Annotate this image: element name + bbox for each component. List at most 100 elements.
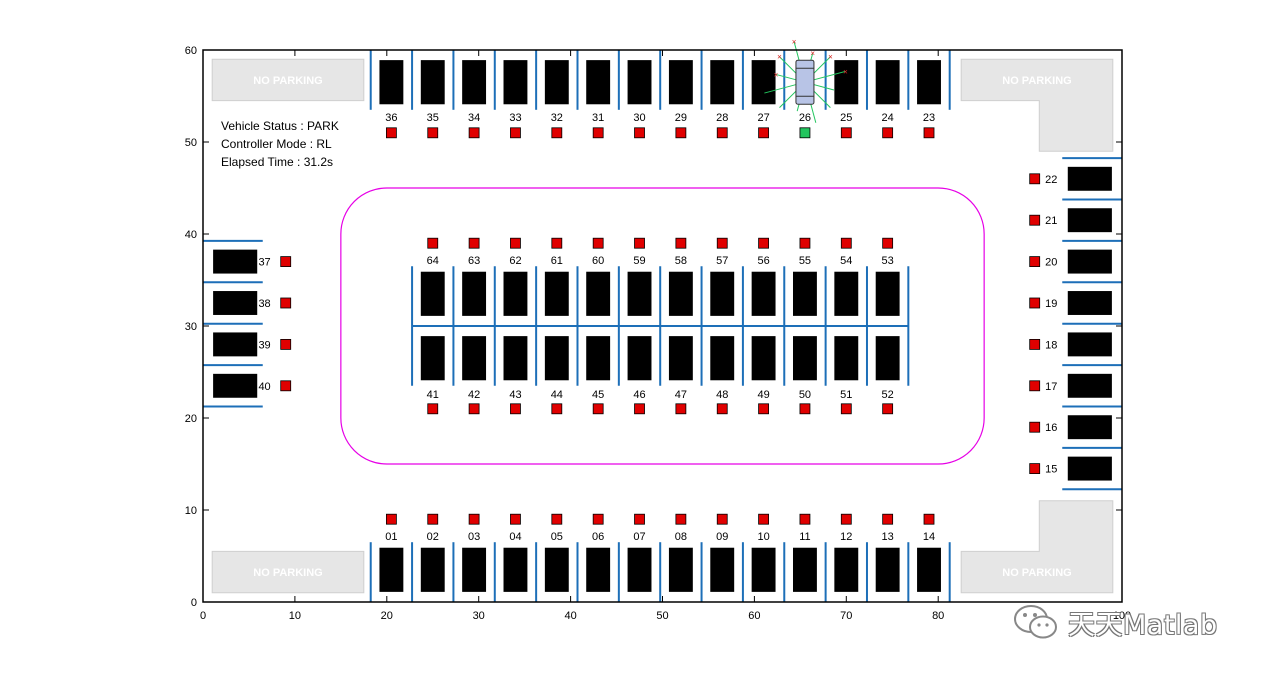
- parked-car-il0: [420, 336, 445, 381]
- status-line-vehicle: Vehicle Status : PARK: [221, 119, 339, 133]
- occupied-marker: [510, 127, 521, 139]
- parked-car-b0: [379, 547, 404, 592]
- parked-car-iu7: [710, 271, 735, 316]
- parked-car-il9: [792, 336, 817, 381]
- no-parking-label: NO PARKING: [253, 567, 322, 579]
- slot-label-34: 34: [468, 112, 480, 124]
- y-tick-label: 50: [185, 137, 197, 149]
- occupied-marker: [468, 403, 480, 415]
- occupied-marker: [882, 237, 894, 249]
- parked-car-il10: [834, 336, 859, 381]
- slot-label-33: 33: [509, 112, 521, 124]
- parked-car-r4: [1067, 291, 1112, 315]
- occupied-marker: [592, 127, 604, 139]
- parked-car-iu2: [503, 271, 528, 316]
- occupied-marker: [923, 127, 935, 139]
- slot-label-13: 13: [882, 531, 894, 543]
- occupied-marker: [280, 256, 292, 268]
- parked-car-l2: [213, 332, 258, 357]
- parked-car-b7: [668, 547, 693, 592]
- parked-car-t7: [668, 60, 693, 105]
- wechat-icon: [1014, 605, 1057, 639]
- x-tick-label: 10: [289, 610, 301, 622]
- occupied-marker: [1029, 380, 1041, 392]
- slot-label-35: 35: [427, 112, 439, 124]
- parked-car-t3: [503, 60, 528, 105]
- occupied-marker: [510, 403, 521, 415]
- parked-car-layer: [213, 60, 1112, 592]
- occupied-marker: [551, 403, 563, 415]
- slot-label-60: 60: [592, 255, 604, 267]
- slot-label-17: 17: [1045, 381, 1057, 393]
- target-spot-marker: [799, 127, 811, 139]
- occupied-marker: [923, 513, 935, 525]
- parked-car-il7: [710, 336, 735, 381]
- slot-label-25: 25: [840, 112, 852, 124]
- parked-car-il5: [627, 336, 652, 381]
- parked-car-t11: [834, 60, 859, 105]
- parked-car-t1: [420, 60, 445, 105]
- occupied-marker: [716, 513, 728, 525]
- occupied-marker: [882, 127, 894, 139]
- parked-car-iu10: [834, 271, 859, 316]
- parked-car-iu11: [875, 271, 900, 316]
- parked-car-iu1: [462, 271, 487, 316]
- occupied-marker: [675, 513, 687, 525]
- lidar-hit-mark: ×: [774, 70, 779, 79]
- occupied-marker: [882, 403, 894, 415]
- slot-label-23: 23: [923, 112, 935, 124]
- parked-car-t4: [544, 60, 569, 105]
- occupied-marker: [799, 237, 811, 249]
- parked-car-t2: [462, 60, 487, 105]
- slot-label-02: 02: [427, 531, 439, 543]
- parked-car-il1: [462, 336, 487, 381]
- parked-car-b5: [586, 547, 611, 592]
- parked-car-b12: [875, 547, 900, 592]
- parked-car-t13: [917, 60, 941, 105]
- slot-label-54: 54: [840, 255, 852, 267]
- parked-car-r6: [1067, 208, 1112, 233]
- slot-label-39: 39: [258, 339, 270, 351]
- no-parking-zone-top-left: [211, 58, 365, 102]
- occupied-marker: [427, 237, 439, 249]
- occupied-marker: [840, 127, 852, 139]
- y-tick-label: 40: [185, 229, 197, 241]
- slot-label-24: 24: [882, 112, 894, 124]
- slot-label-40: 40: [258, 381, 270, 393]
- occupied-marker: [758, 403, 769, 415]
- slot-label-07: 07: [633, 531, 645, 543]
- no-parking-zone-bottom-left: [211, 550, 365, 594]
- slot-label-10: 10: [757, 531, 769, 543]
- lidar-hit-mark: ×: [792, 38, 797, 47]
- slot-label-04: 04: [509, 531, 521, 543]
- parked-car-t0: [379, 60, 404, 105]
- slot-label-46: 46: [633, 389, 645, 401]
- parked-car-iu6: [668, 271, 693, 316]
- y-tick-label: 10: [185, 505, 197, 517]
- slot-label-27: 27: [757, 112, 769, 124]
- occupied-marker: [758, 127, 769, 139]
- parked-car-iu3: [544, 271, 569, 316]
- occupied-marker: [634, 237, 645, 249]
- slot-line-layer: [203, 50, 1122, 602]
- parked-car-r2: [1067, 373, 1112, 398]
- occupied-marker: [510, 237, 521, 249]
- y-tick-label: 30: [185, 321, 197, 333]
- parked-car-b2: [462, 547, 487, 592]
- occupied-marker: [468, 127, 480, 139]
- slot-label-51: 51: [840, 389, 852, 401]
- lidar-hit-mark: ×: [810, 49, 815, 58]
- lidar-hit-mark: ×: [843, 67, 848, 76]
- slot-label-53: 53: [882, 255, 894, 267]
- parked-car-r7: [1067, 166, 1112, 191]
- occupied-marker: [1029, 338, 1041, 350]
- occupied-marker: [675, 237, 687, 249]
- slot-label-20: 20: [1045, 257, 1057, 269]
- parked-car-il4: [586, 336, 611, 381]
- slot-label-29: 29: [675, 112, 687, 124]
- slot-label-38: 38: [258, 298, 270, 310]
- slot-label-06: 06: [592, 531, 604, 543]
- slot-label-11: 11: [799, 531, 810, 543]
- occupied-marker: [799, 403, 811, 415]
- occupied-marker: [1029, 256, 1041, 268]
